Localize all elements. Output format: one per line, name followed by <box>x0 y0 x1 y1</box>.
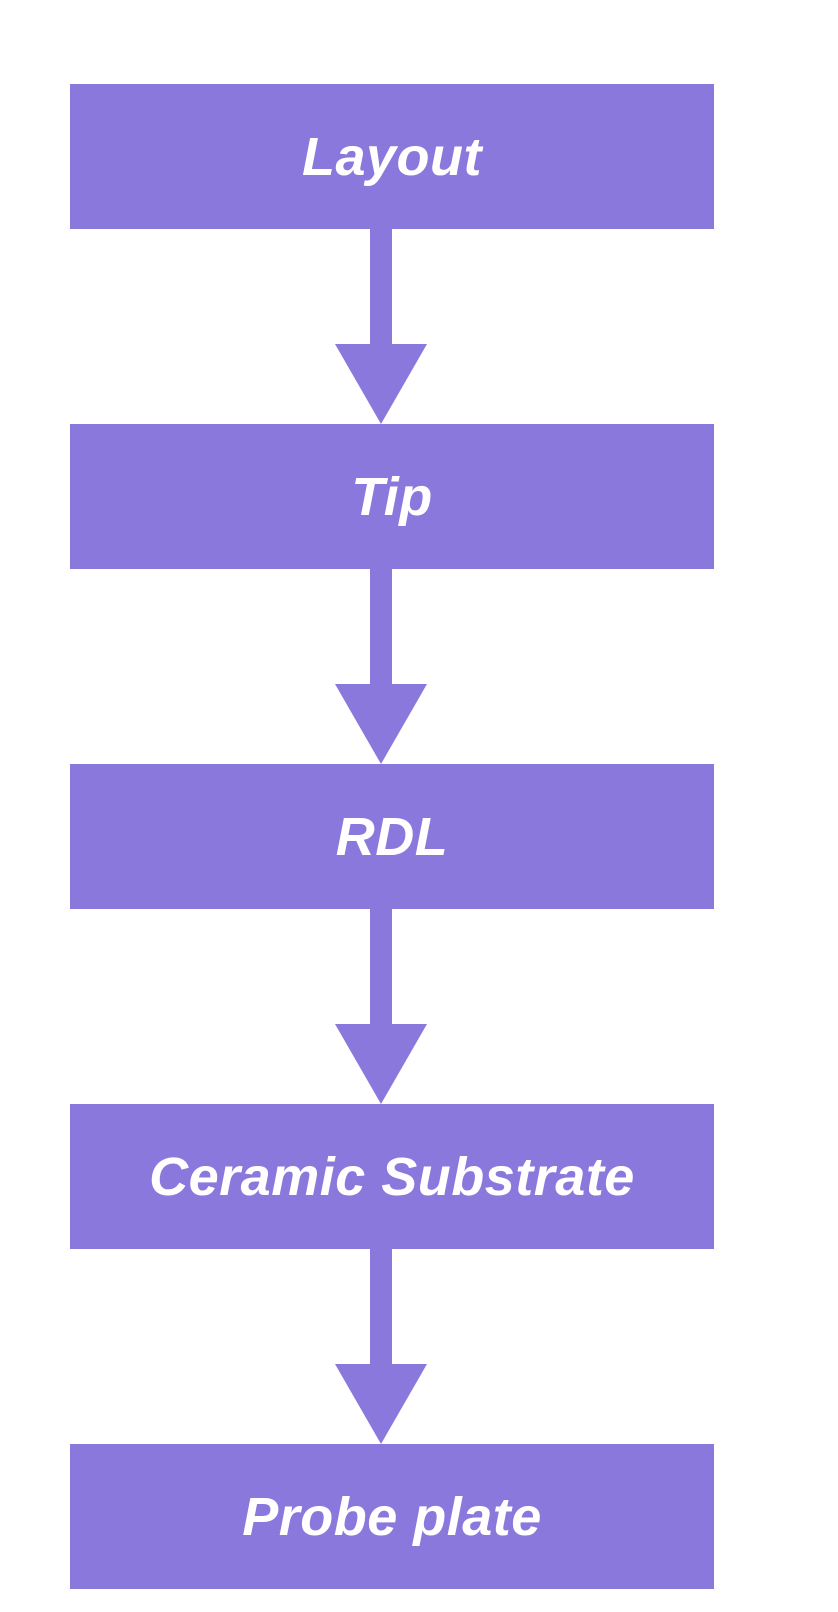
arrow-1 <box>335 569 427 764</box>
arrow-0 <box>335 229 427 424</box>
step-label-tip: Tip <box>351 466 433 527</box>
arrow-head <box>335 1364 427 1444</box>
step-label-ceramic-substrate: Ceramic Substrate <box>149 1146 635 1207</box>
step-label-probe-plate: Probe plate <box>242 1486 542 1547</box>
step-box-probe-plate: Probe plate <box>70 1444 714 1589</box>
step-label-rdl: RDL <box>335 806 449 867</box>
arrow-shaft <box>370 909 392 1025</box>
step-box-ceramic-substrate: Ceramic Substrate <box>70 1104 714 1249</box>
step-label-layout: Layout <box>301 126 482 187</box>
step-box-tip: Tip <box>70 424 714 569</box>
arrow-3 <box>335 1249 427 1444</box>
step-box-layout: Layout <box>70 84 714 229</box>
arrow-head <box>335 1024 427 1104</box>
arrow-shaft <box>370 1249 392 1365</box>
arrow-head <box>335 684 427 764</box>
arrow-head <box>335 344 427 424</box>
arrow-shaft <box>370 569 392 685</box>
step-box-rdl: RDL <box>70 764 714 909</box>
arrow-2 <box>335 909 427 1104</box>
arrow-shaft <box>370 229 392 345</box>
